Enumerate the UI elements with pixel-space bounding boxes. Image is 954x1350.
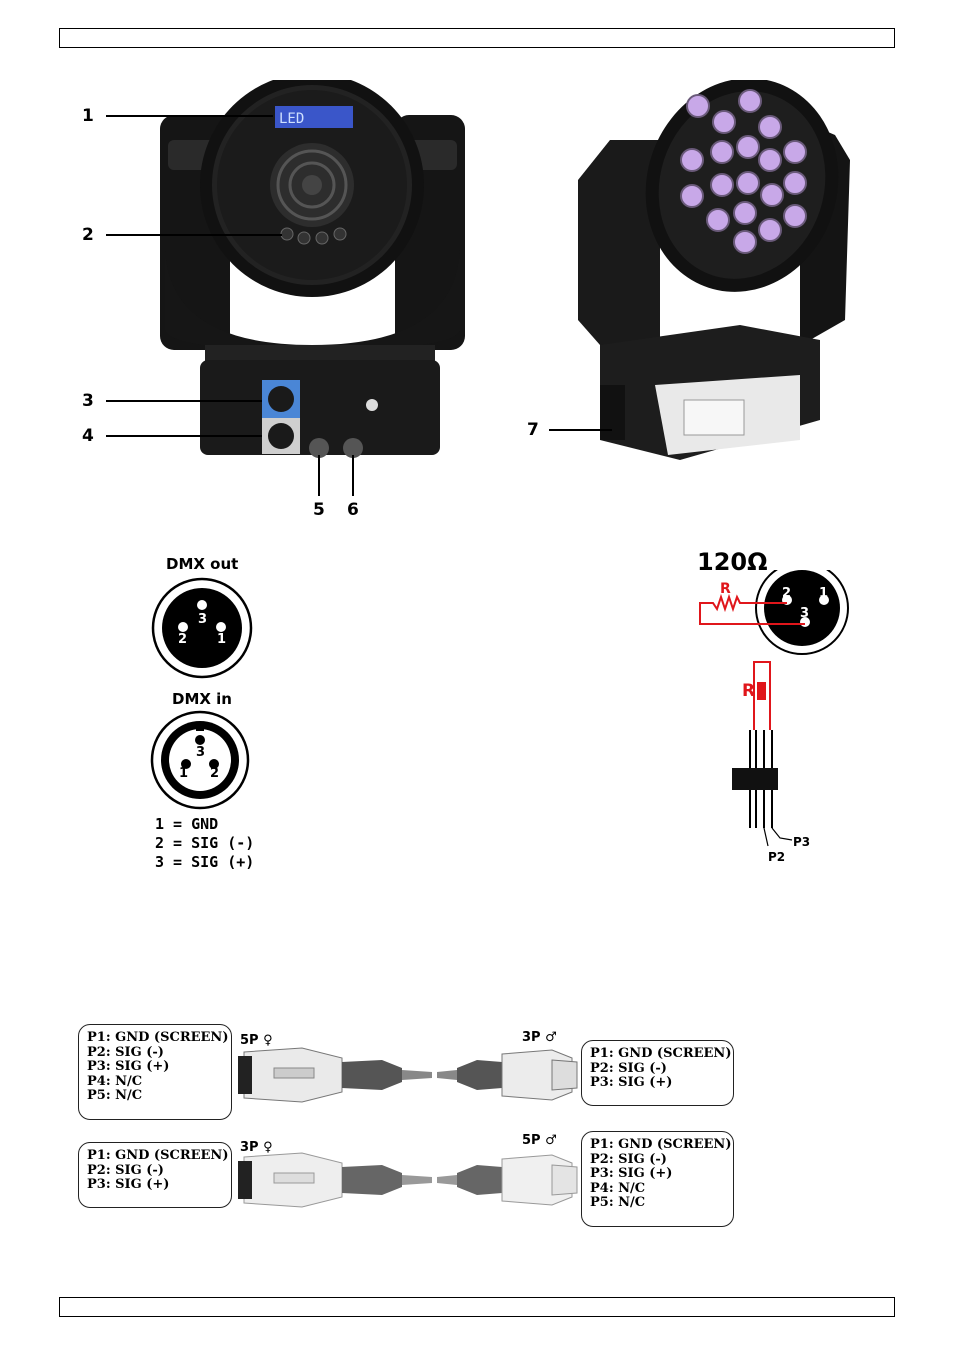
header-bar (59, 28, 895, 48)
cable1-right-pinout: P1: GND (SCREEN) P2: SIG (-) P3: SIG (+) (581, 1040, 734, 1106)
cable2-left-label: 3P ♀ (240, 1140, 273, 1155)
terminator-value: 120Ω (697, 548, 768, 576)
dmx-out-pin-3: 3 (198, 612, 207, 627)
dmx-out-connector: 3 2 1 (151, 577, 253, 679)
moving-head-front-view (549, 80, 850, 460)
callout-7: 7 (527, 420, 539, 440)
dmx-in-pin-2: 2 (210, 766, 219, 781)
dmx-in-pin-1: 1 (179, 766, 188, 781)
terminator-lead-p3: P3 (793, 835, 811, 849)
pin-row: P2: SIG (-) (87, 1044, 164, 1060)
pin-row: P2: SIG (-) (87, 1162, 164, 1178)
callout-1: 1 (82, 106, 94, 126)
pin-row: P2: SIG (-) (590, 1151, 667, 1167)
cable1-left-label: 5P ♀ (240, 1033, 273, 1048)
lcd-text: LED (279, 111, 304, 127)
dmx-out-title: DMX out (166, 555, 239, 573)
callout-5: 5 (313, 500, 325, 520)
cable2-right-label: 5P ♂ (522, 1133, 557, 1148)
cable2-left-pinout: P1: GND (SCREEN) P2: SIG (-) P3: SIG (+) (78, 1142, 232, 1208)
cable1-right-label: 3P ♂ (522, 1030, 557, 1045)
pin-row: P5: N/C (87, 1088, 143, 1103)
dmx-in-pin-3: 3 (196, 745, 205, 760)
terminator-lead-p2: P2 (768, 850, 786, 864)
pin-row: P1: GND (SCREEN) (87, 1030, 229, 1045)
cable1-illustration (238, 1047, 578, 1103)
dmx-in-connector: 3 1 2 (150, 710, 250, 810)
pin-row: P4: N/C (87, 1073, 143, 1089)
pin-row: P2: SIG (-) (590, 1060, 667, 1076)
terminator-pin-3: 3 (800, 606, 809, 621)
callout-4: 4 (82, 426, 94, 446)
cable2-right-pinout: P1: GND (SCREEN) P2: SIG (-) P3: SIG (+)… (581, 1131, 734, 1227)
terminator-pin-1: 1 (819, 586, 828, 601)
dmx-out-pin-2: 2 (178, 632, 187, 647)
terminator-pin-2: 2 (782, 586, 791, 601)
pin-row: P5: N/C (590, 1195, 646, 1210)
callout-6: 6 (347, 500, 359, 520)
terminator-resistor-label: R (720, 581, 731, 597)
pin-row: P1: GND (SCREEN) (590, 1137, 732, 1152)
pin-row: P4: N/C (590, 1180, 646, 1196)
footer-bar (59, 1297, 895, 1317)
pin-row: P3: SIG (+) (590, 1166, 673, 1181)
pin-row: P1: GND (SCREEN) (87, 1148, 229, 1163)
dmx-in-title: DMX in (172, 690, 232, 708)
pin-row: P3: SIG (+) (87, 1177, 170, 1192)
cable1-left-pinout: P1: GND (SCREEN) P2: SIG (-) P3: SIG (+)… (78, 1024, 232, 1120)
pin-legend-gnd: 1 = GND (155, 815, 219, 833)
pin-row: P3: SIG (+) (87, 1059, 170, 1074)
pin-row: P3: SIG (+) (590, 1075, 673, 1090)
callout-2: 2 (82, 225, 94, 245)
callout-3: 3 (82, 391, 94, 411)
cable2-illustration (238, 1152, 578, 1208)
dmx-out-pin-1: 1 (217, 632, 226, 647)
moving-head-back-view: LED (106, 80, 465, 496)
pin-legend: 1 = GND 2 = SIG (-) 3 = SIG (+) (155, 815, 254, 872)
pin-legend-sig-plus: 3 = SIG (+) (155, 853, 255, 871)
terminator-diagram: 2 1 3 R R (699, 570, 849, 847)
pin-row: P1: GND (SCREEN) (590, 1046, 732, 1061)
pin-legend-sig-minus: 2 = SIG (-) (155, 834, 255, 852)
terminator-lower-resistor-label: R (742, 681, 755, 701)
